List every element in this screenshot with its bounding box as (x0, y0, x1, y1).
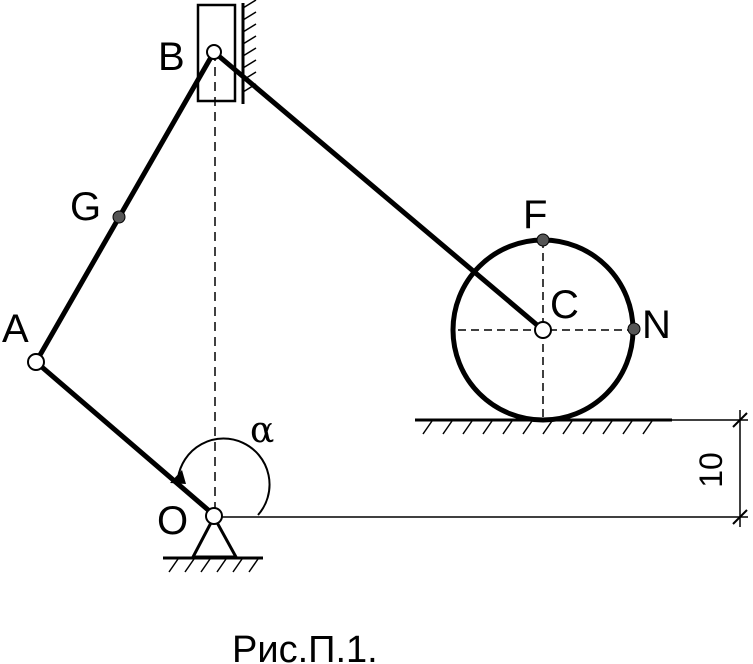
point-f (536, 233, 550, 247)
label-o: O (157, 499, 188, 543)
link-ab (33, 50, 217, 364)
label-a: A (2, 307, 29, 351)
label-g: G (70, 185, 101, 229)
link-bc (212, 50, 545, 332)
slider-block (196, 3, 237, 103)
pivot-support-o (163, 513, 263, 573)
point-g (112, 210, 126, 224)
joint-a (27, 353, 45, 371)
slider-guide-wall (241, 0, 257, 104)
dimension-label: 10 (693, 452, 729, 488)
link-oa (34, 360, 216, 517)
point-n (627, 322, 641, 336)
label-n: N (642, 303, 671, 347)
joint-b (206, 44, 222, 60)
angle-label: α (250, 410, 274, 451)
figure-caption: Рис.П.1. (232, 629, 378, 664)
label-b: B (158, 35, 185, 79)
label-f: F (523, 193, 547, 237)
angle-alpha-arrowhead (170, 470, 186, 484)
joint-c (534, 321, 552, 339)
label-c: C (550, 283, 579, 327)
dimension-marker (732, 410, 748, 527)
angle-alpha-arc (177, 437, 271, 516)
joint-o (205, 507, 223, 525)
